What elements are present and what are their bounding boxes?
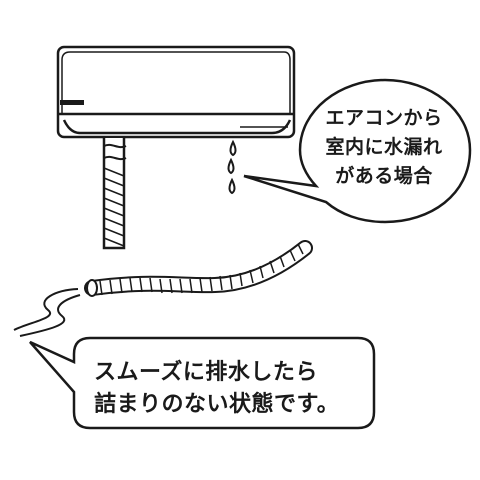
brand-mark (60, 100, 84, 105)
bottom-bubble-text: スムーズに排水したら 詰まりのない状態です。 (94, 357, 364, 421)
water-drop-icons (227, 139, 237, 195)
top-bubble-line-2: 室内に水漏れ (325, 136, 443, 158)
water-flow-lines (13, 288, 81, 337)
drain-hose (84, 240, 313, 297)
top-bubble-text: エアコンから 室内に水漏れ がある場合 (309, 104, 459, 191)
top-speech-bubble (243, 78, 472, 224)
bottom-speech-bubble (29, 336, 376, 430)
bottom-bubble-line-1: スムーズに排水したら (94, 360, 318, 385)
wall-drain-pipe (102, 138, 127, 250)
top-bubble-line-1: エアコンから (325, 107, 443, 129)
bottom-bubble-line-2: 詰まりのない状態です。 (94, 392, 340, 417)
top-bubble-line-3: がある場合 (335, 165, 433, 187)
air-conditioner (56, 45, 296, 139)
